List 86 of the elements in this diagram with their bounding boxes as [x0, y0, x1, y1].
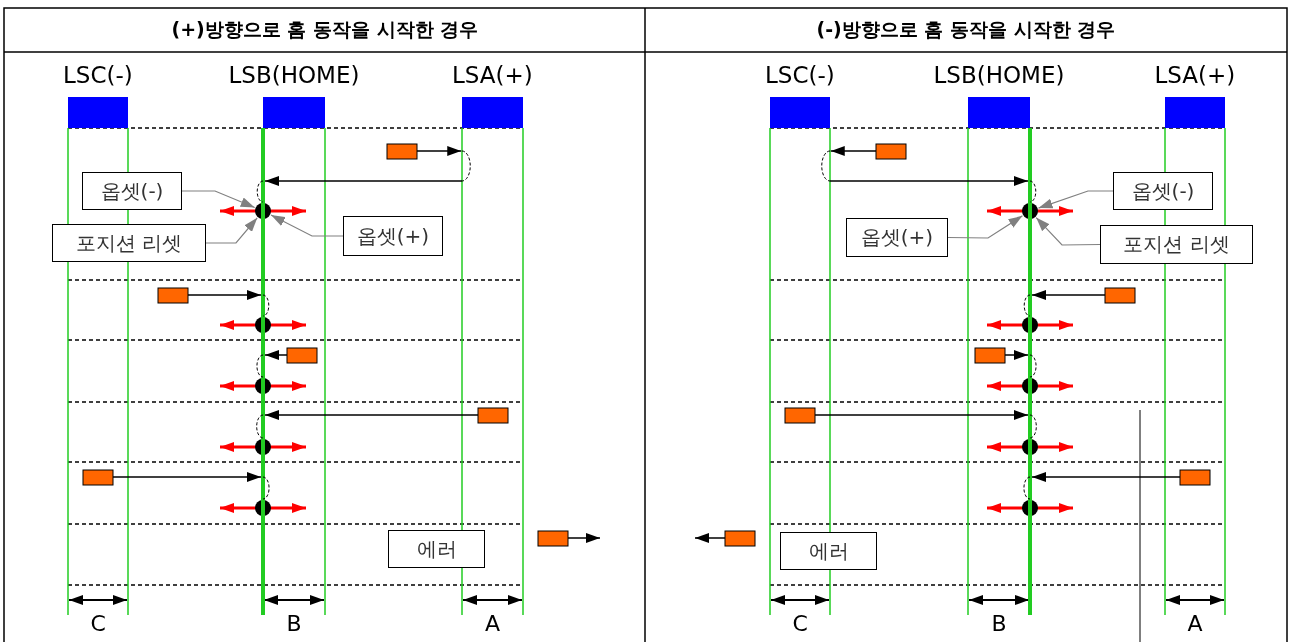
sensor-label: LSB(HOME) — [228, 62, 360, 88]
leader-line — [1035, 216, 1101, 246]
return-loop — [1023, 476, 1031, 500]
guide-line — [829, 127, 831, 616]
leader-line — [205, 217, 258, 244]
return-loop — [1029, 354, 1037, 378]
slider-block — [157, 287, 189, 304]
return-loop — [262, 294, 270, 317]
motion-arrow — [1004, 350, 1029, 360]
motion-arrow — [1031, 290, 1106, 300]
sensor-label: LSC(-) — [765, 62, 835, 88]
header-text: (+)방향으로 홈 동작을 시작한 경우 — [171, 17, 479, 42]
home-point — [255, 203, 271, 219]
home-point — [1022, 378, 1038, 394]
home-point — [1022, 317, 1038, 333]
leader-line — [947, 215, 1024, 239]
slider-block — [974, 347, 1006, 364]
dimension-label: C — [792, 610, 808, 636]
dimension-label: B — [286, 610, 302, 636]
motion-arrow — [416, 146, 462, 156]
home-point — [255, 439, 271, 455]
return-loop — [256, 414, 264, 439]
callout-box — [82, 172, 182, 210]
callout-box — [1100, 225, 1253, 264]
home-point — [1022, 500, 1038, 516]
guide-line — [461, 127, 463, 616]
motion-arrow — [830, 146, 877, 156]
home-point — [255, 378, 271, 394]
dimension-label: C — [90, 610, 106, 636]
slider-block — [537, 530, 569, 547]
callout-box — [343, 216, 443, 256]
sensor-label: LSC(-) — [63, 62, 133, 88]
callout-text: 에러 — [808, 537, 849, 565]
home-point — [1022, 203, 1038, 219]
callout-text: 옵셋(+) — [356, 222, 430, 250]
sensor-label: LSA(+) — [452, 62, 533, 88]
slider-block — [286, 347, 318, 364]
sensor-label: LSA(+) — [1154, 62, 1236, 88]
callout-box — [1113, 172, 1213, 210]
callout-text: 옵셋(+) — [860, 224, 934, 251]
return-loop — [1023, 294, 1031, 317]
guide-line — [261, 128, 265, 615]
callout-text: 옵셋(-) — [1131, 177, 1195, 205]
motion-arrow — [814, 410, 1029, 420]
return-loop — [256, 180, 264, 203]
header-text: (-)방향으로 홈 동작을 시작한 경우 — [816, 17, 1116, 42]
dimension-label: A — [1187, 610, 1203, 636]
callout-text: 포지션 리셋 — [75, 229, 183, 257]
slider-block — [875, 143, 907, 160]
sensor-label: LSB(HOME) — [933, 62, 1065, 88]
motion-arrow — [567, 533, 601, 543]
callout-text: 옵셋(-) — [100, 177, 164, 205]
slider-block — [784, 407, 816, 424]
home-point — [255, 317, 271, 333]
slider-block — [724, 530, 756, 547]
return-loop — [1029, 414, 1037, 439]
return-loop — [262, 476, 270, 500]
callout-box — [52, 224, 206, 262]
slider-block — [477, 407, 509, 424]
callout-box — [846, 218, 948, 257]
motion-arrow — [264, 410, 479, 420]
leader-line — [181, 190, 256, 209]
motion-arrow — [821, 150, 1029, 186]
error-box — [780, 532, 877, 570]
home-point — [1022, 439, 1038, 455]
return-loop — [256, 354, 264, 378]
motion-arrow — [1031, 472, 1181, 482]
motion-arrow — [694, 533, 726, 543]
guide-line — [1028, 128, 1032, 615]
return-loop — [1029, 180, 1037, 203]
motion-arrow — [187, 290, 262, 300]
callout-text: 포지션 리셋 — [1123, 231, 1230, 258]
leader-line — [270, 214, 344, 237]
dimension-label: B — [991, 610, 1007, 636]
leader-line — [1037, 190, 1114, 209]
slider-block — [1104, 287, 1136, 304]
slider-block — [386, 143, 418, 160]
slider-block — [1179, 469, 1211, 486]
slider-block — [82, 469, 114, 486]
dimension-label: A — [485, 610, 501, 636]
error-box — [388, 530, 485, 568]
callout-text: 에러 — [416, 535, 457, 563]
motion-arrow — [264, 150, 471, 186]
motion-arrow — [264, 350, 288, 360]
home-point — [255, 500, 271, 516]
motion-arrow — [112, 472, 262, 482]
